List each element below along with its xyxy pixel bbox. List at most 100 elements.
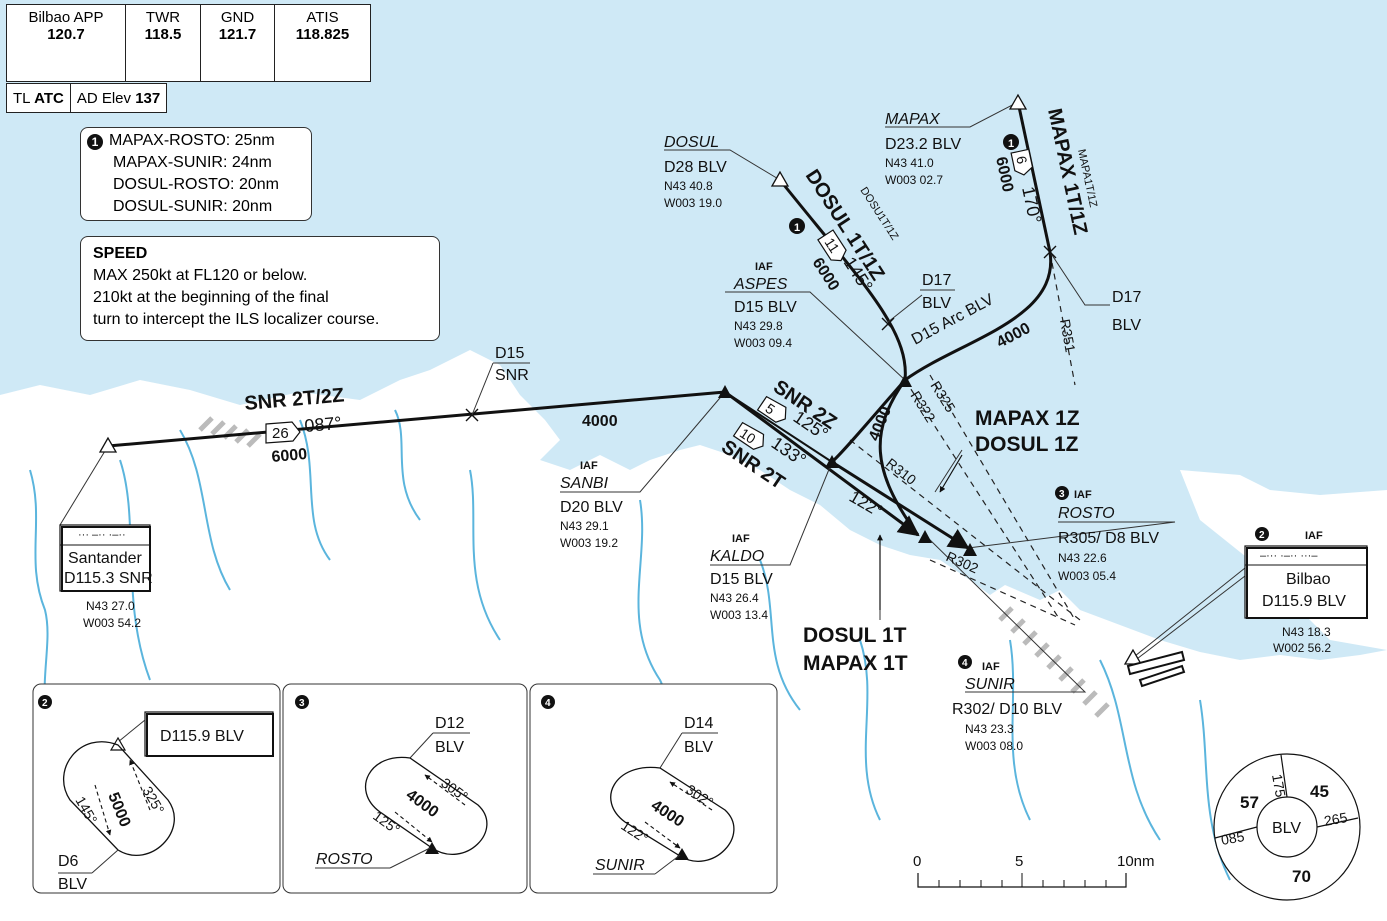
msa-alt-ne: 45 bbox=[1310, 782, 1329, 801]
fix-d17-mapax-l1: D17 bbox=[1112, 289, 1141, 306]
triangle-mapax bbox=[1008, 93, 1028, 110]
scale-ten: 10nm bbox=[1117, 853, 1155, 870]
fix-dosul: DOSUL D28 BLV N43 40.8 W003 19.0 bbox=[664, 134, 727, 210]
fix-sunir: 4 IAF SUNIR R302/ D10 BLV N43 23.3 W003 … bbox=[952, 655, 1062, 753]
freq-name: GND bbox=[220, 9, 255, 26]
route-snr2t2z-course: 087° bbox=[304, 413, 343, 436]
freq-cell-twr: TWR 118.5 bbox=[125, 4, 201, 82]
navaid-bilbao-freq: D115.9 BLV bbox=[1262, 593, 1346, 610]
fix-aspes-name: ASPES bbox=[733, 276, 788, 293]
fix-rosto-iaf: IAF bbox=[1074, 489, 1092, 501]
triangle-rosto bbox=[963, 543, 977, 556]
triangle-santander bbox=[98, 436, 118, 453]
fix-kaldo-lat: N43 26.4 bbox=[710, 591, 759, 605]
fix-sanbi-lon: W003 19.2 bbox=[560, 536, 618, 550]
navaid-bilbao-marker bbox=[1255, 527, 1269, 541]
fix-sunir-marker-num: 4 bbox=[962, 658, 968, 669]
navaid-bilbao: 2 IAF –··· ·–·· ···– Bilbao D115.9 BLV N… bbox=[1244, 527, 1368, 655]
fix-kaldo-name: KALDO bbox=[710, 548, 764, 565]
navaid-santander-lon: W003 54.2 bbox=[83, 616, 141, 630]
freq-value: 120.7 bbox=[47, 26, 85, 43]
fix-aspes-lat: N43 29.8 bbox=[734, 319, 783, 333]
navaid-santander-lat: N43 27.0 bbox=[86, 599, 135, 613]
triangle-sunir bbox=[918, 530, 932, 543]
freq-cell-app: Bilbao APP 120.7 bbox=[6, 4, 126, 82]
navaid-bilbao-iaf: IAF bbox=[1305, 530, 1323, 542]
fix-rosto-lat: N43 22.6 bbox=[1058, 551, 1107, 565]
hold-3-marker: 3 bbox=[299, 698, 305, 709]
fix-sanbi-lat: N43 29.1 bbox=[560, 519, 609, 533]
fix-symbols bbox=[98, 93, 1186, 688]
hold-inset-4: 4 D14 BLV 4000 122° 302° SUNIR bbox=[529, 683, 778, 894]
fix-d17-mapax: D17 BLV bbox=[1112, 289, 1141, 334]
fix-sanbi-iaf: IAF bbox=[580, 460, 598, 472]
speed-line-3: turn to intercept the ILS localizer cour… bbox=[93, 311, 380, 328]
fix-rosto: 3 IAF ROSTO R305/ D8 BLV N43 22.6 W003 0… bbox=[1055, 486, 1159, 583]
fix-kaldo: IAF KALDO D15 BLV N43 26.4 W003 13.4 bbox=[710, 533, 773, 622]
hold-2-limit1: D6 bbox=[58, 853, 79, 870]
hold-3-limit1: D12 bbox=[435, 715, 464, 732]
msa-alt-nw: 57 bbox=[1240, 793, 1259, 812]
cross-d17-mapax bbox=[1043, 245, 1057, 259]
route-mapax-dist: 6 bbox=[1013, 154, 1030, 165]
fix-sunir-iaf: IAF bbox=[982, 661, 1000, 673]
fix-d15snr: D15 SNR bbox=[471, 345, 530, 416]
freq-name: ATIS bbox=[306, 9, 339, 26]
freq-cell-atis: ATIS 118.825 bbox=[274, 4, 371, 82]
fix-mapax-name: MAPAX bbox=[885, 111, 941, 128]
fix-rosto-lon: W003 05.4 bbox=[1058, 569, 1116, 583]
route-snr2t-dist-box bbox=[732, 421, 765, 451]
scale-zero: 0 bbox=[913, 853, 921, 870]
triangle-kaldo bbox=[825, 455, 839, 468]
navaid-santander-name: Santander bbox=[68, 550, 143, 567]
navaid-bilbao-morse: –··· ·–·· ···– bbox=[1260, 550, 1318, 562]
msa-b175: 175 bbox=[1269, 773, 1289, 799]
navaid-bilbao-name: Bilbao bbox=[1286, 571, 1331, 588]
distance-line-2: MAPAX-SUNIR: 24nm bbox=[113, 154, 272, 171]
fix-mapax-dist: D23.2 BLV bbox=[885, 136, 962, 153]
distance-line-3: DOSUL-ROSTO: 20nm bbox=[113, 176, 279, 193]
fix-dosul-dist: D28 BLV bbox=[664, 159, 727, 176]
scale-five: 5 bbox=[1015, 853, 1023, 870]
tl-label-group: TL ATC bbox=[7, 90, 70, 107]
fix-rosto-marker-num: 3 bbox=[1059, 489, 1065, 500]
fix-mapax: MAPAX D23.2 BLV N43 41.0 W003 02.7 bbox=[885, 111, 962, 187]
fix-d15snr-l1: D15 bbox=[495, 345, 524, 362]
msa-b085: 085 bbox=[1220, 828, 1246, 848]
fix-rosto-dist: R305/ D8 BLV bbox=[1058, 530, 1159, 547]
hold-inset-2: 2 D115.9 BLV 5000 145° 325° D6 BLV bbox=[32, 683, 281, 894]
fix-sunir-name: SUNIR bbox=[965, 676, 1015, 693]
speed-line-1: MAX 250kt at FL120 or below. bbox=[93, 267, 308, 284]
navaid-bilbao-marker-num: 2 bbox=[1259, 530, 1265, 541]
fix-kaldo-dist: D15 BLV bbox=[710, 571, 773, 588]
route-snr2t2z-dist: 26 bbox=[272, 425, 289, 442]
tl-label: TL bbox=[13, 89, 30, 107]
navaid-santander-freq: D115.3 SNR bbox=[64, 570, 153, 587]
navaid-bilbao-lon: W002 56.2 bbox=[1273, 641, 1331, 655]
fix-rosto-name: ROSTO bbox=[1058, 505, 1115, 522]
fix-sunir-lat: N43 23.3 bbox=[965, 722, 1014, 736]
frequency-table: Bilbao APP 120.7 TWR 118.5 GND 121.7 ATI… bbox=[6, 4, 371, 82]
fix-sunir-marker bbox=[958, 655, 972, 669]
fix-mapax-lat: N43 41.0 bbox=[885, 156, 934, 170]
fix-kaldo-iaf: IAF bbox=[732, 533, 750, 545]
msa-center: BLV bbox=[1272, 820, 1301, 837]
fix-sanbi-name: SANBI bbox=[560, 475, 609, 492]
fix-dosul-lon: W003 19.0 bbox=[664, 196, 722, 210]
freq-cell-gnd: GND 121.7 bbox=[200, 4, 275, 82]
speed-title: SPEED bbox=[93, 245, 148, 262]
label-dosul1z: DOSUL 1Z bbox=[975, 433, 1079, 456]
airport-symbol bbox=[1126, 650, 1186, 688]
fix-aspes: IAF ASPES D15 BLV N43 29.8 W003 09.4 bbox=[733, 261, 797, 350]
hold-4-fix-label: SUNIR bbox=[595, 857, 645, 874]
fix-sanbi: IAF SANBI D20 BLV N43 29.1 W003 19.2 bbox=[560, 460, 623, 550]
distance-marker: 1 bbox=[87, 134, 103, 150]
freq-name: Bilbao APP bbox=[28, 9, 104, 26]
fix-d15snr-l2: SNR bbox=[495, 367, 529, 384]
route-snr2t-dist: 10 bbox=[737, 425, 759, 447]
triangle-aspes bbox=[898, 374, 912, 387]
fix-d17-dosul-l2: BLV bbox=[922, 295, 951, 312]
